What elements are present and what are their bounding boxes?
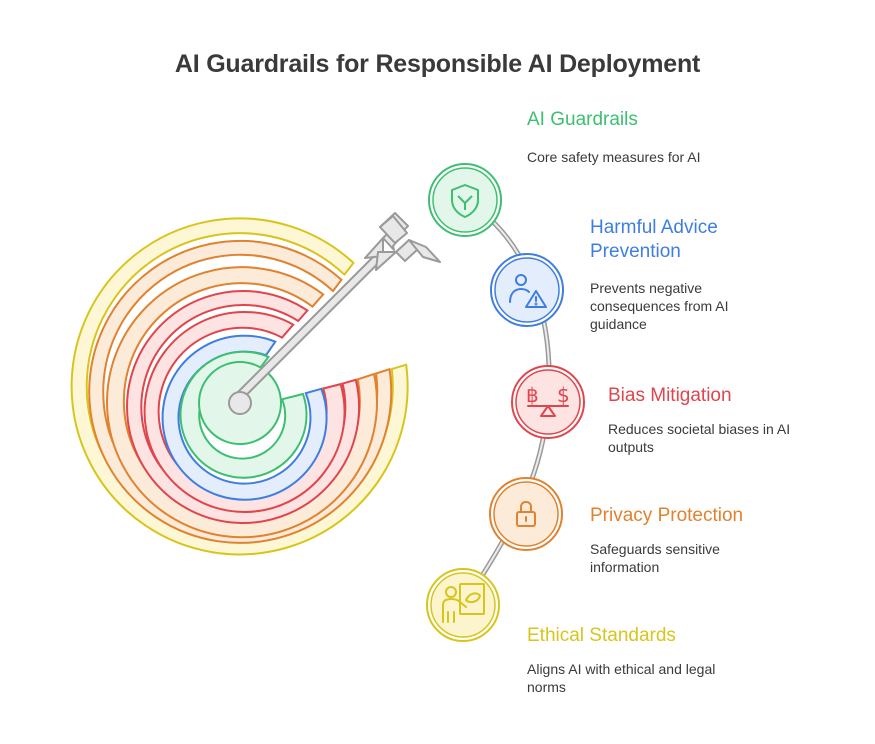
node-harmful-advice (490, 253, 564, 327)
item-desc-harmful-advice: Prevents negative consequences from AI g… (590, 280, 729, 332)
target-ring-harmful (161, 334, 328, 501)
item-title-ai-guardrails: AI Guardrails (527, 109, 638, 130)
svg-text:฿: ฿ (526, 383, 539, 407)
node-ethical-standards (426, 568, 500, 642)
user-warning-icon (509, 274, 547, 308)
shield-icon (451, 184, 479, 218)
item-title-harmful-advice: Harmful Advice Prevention (590, 217, 718, 262)
node-ai-guardrails (428, 163, 502, 237)
item-desc-ethical-standards: Aligns AI with ethical and legal norms (527, 661, 716, 695)
balance-scale-icon: ฿ $ (526, 383, 570, 417)
padlock-icon (516, 501, 536, 527)
presenter-board-icon (442, 583, 485, 623)
item-title-bias-mitigation: Bias Mitigation (608, 385, 732, 406)
item-title-ethical-standards: Ethical Standards (527, 625, 676, 646)
svg-text:$: $ (557, 383, 570, 407)
page-title: AI Guardrails for Responsible AI Deploym… (174, 50, 701, 78)
item-desc-privacy-protection: Safeguards sensitive information (590, 541, 720, 575)
item-desc-ai-guardrails: Core safety measures for AI (527, 149, 701, 165)
item-title-privacy-protection: Privacy Protection (590, 505, 744, 526)
node-bias-mitigation: ฿ $ (511, 365, 585, 439)
arrow (228, 212, 441, 415)
target (70, 217, 409, 556)
item-desc-bias-mitigation: Reduces societal biases in AI outputs (608, 421, 791, 455)
node-privacy-protection (489, 477, 563, 551)
